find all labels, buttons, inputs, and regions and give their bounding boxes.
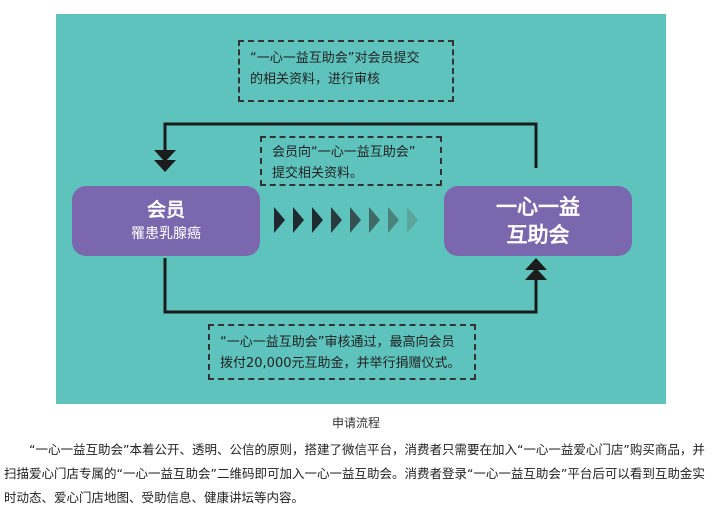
mutual-title-line2: 互助会 <box>506 223 570 247</box>
chevron-icon <box>312 207 323 233</box>
figure-caption: 申请流程 <box>331 416 380 430</box>
member-title: 会员 <box>146 199 185 221</box>
chevron-icon <box>331 207 342 233</box>
chevron-icon <box>293 207 304 233</box>
review-note: “一心一益互助会”对会员提交 的相关资料，进行审核 <box>238 40 454 102</box>
chevron-icon <box>407 207 418 233</box>
chevron-icon <box>369 207 380 233</box>
member-subtitle: 罹患乳腺癌 <box>131 226 201 242</box>
member-box: 会员 罹患乳腺癌 <box>72 186 260 256</box>
top-flow-line <box>163 122 538 168</box>
top-arrowhead-icon <box>154 150 176 162</box>
top-arrowhead-2-icon <box>154 160 176 172</box>
bottom-arrowhead-2-icon <box>525 258 547 270</box>
chevron-icon <box>274 207 285 233</box>
bottom-arrowhead-icon <box>525 268 547 280</box>
mutual-title-line1: 一心一益 <box>496 195 580 219</box>
body-paragraph: “一心一益互助会”本着公开、透明、公信的原则，搭建了微信平台，消费者只需要在加入… <box>4 442 705 505</box>
chevron-icon <box>388 207 399 233</box>
chevron-arrows <box>274 207 418 233</box>
submit-note: 会员向“一心一益互助会” 提交相关资料。 <box>260 136 442 186</box>
approval-note: “一心一益互助会”审核通过，最高向会员 拨付20,000元互助金，并举行捐赠仪式… <box>208 324 476 380</box>
bottom-flow-line <box>163 258 538 314</box>
chevron-icon <box>350 207 361 233</box>
mutual-aid-box: 一心一益 互助会 <box>444 186 632 256</box>
